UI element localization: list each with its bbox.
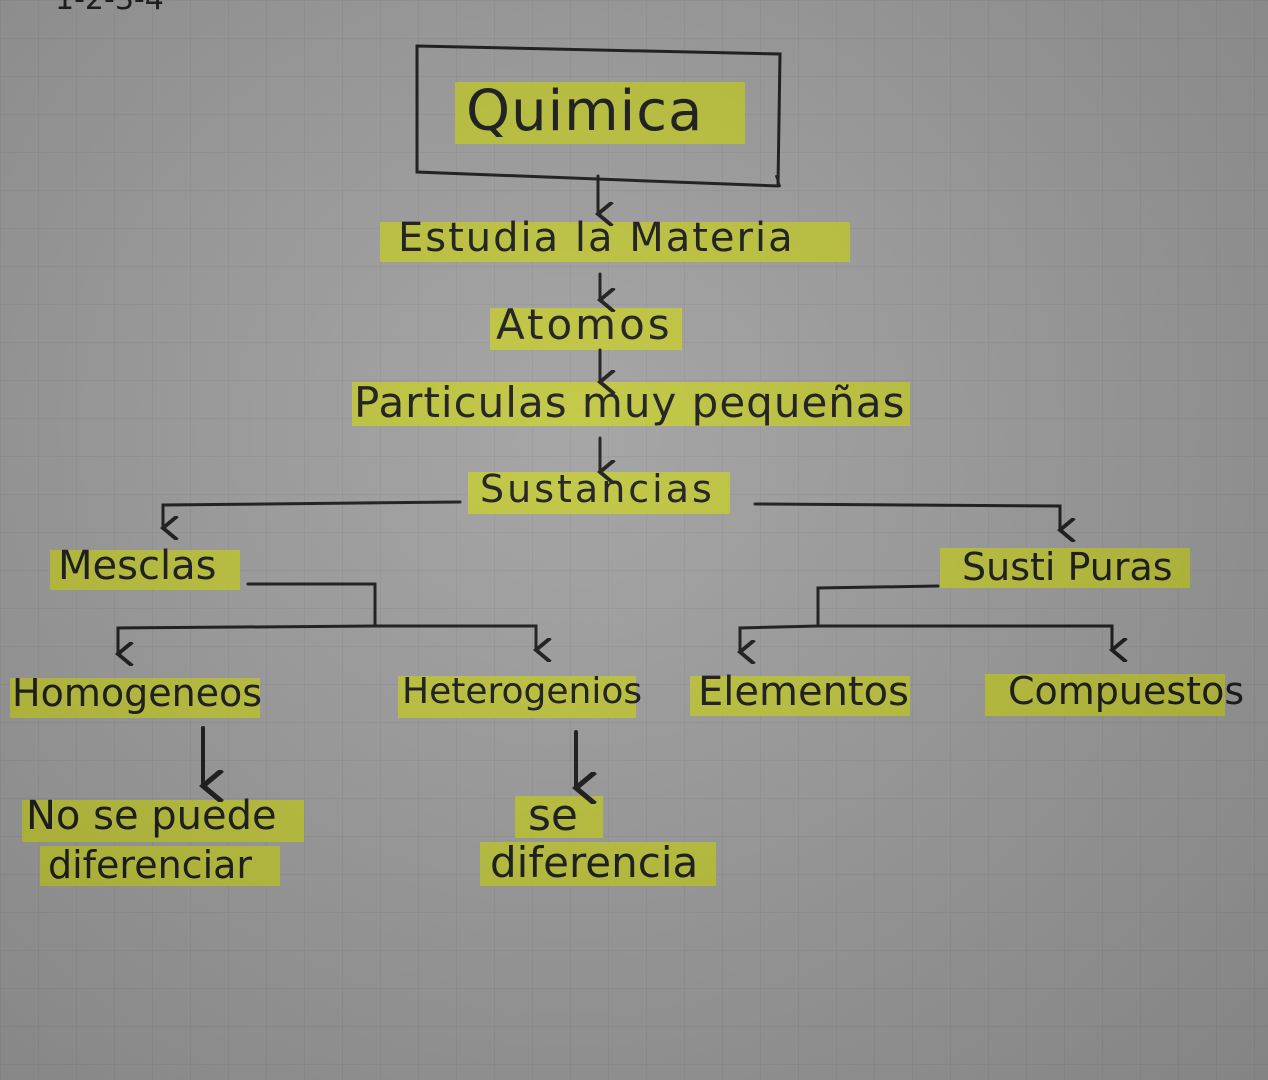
highlight-elementos (690, 676, 910, 716)
desc-heterogenios-line2: diferencia (490, 838, 699, 887)
branch-right (753, 502, 1060, 530)
highlight-quimica (455, 82, 745, 144)
mesclas-split-right (373, 624, 536, 650)
title-box (415, 44, 782, 188)
desc-heterogenios-line1: se (528, 790, 578, 841)
node-sustancias: Sustancias (480, 467, 715, 511)
desc-homogeneos-line2: diferenciar (48, 843, 253, 887)
mesclas-split-left (118, 624, 377, 654)
node-elementos: Elementos (698, 669, 909, 715)
node-particulas: Particulas muy pequeñas (354, 378, 906, 427)
corner-text: 1-2-3-4 (55, 0, 164, 17)
puras-split-left (740, 624, 820, 652)
puras-connector (816, 584, 940, 628)
highlight-susti-puras (940, 548, 1190, 588)
highlight-diferencia (480, 842, 716, 886)
desc-homogeneos-line1: No se puede (26, 793, 277, 839)
title-quimica: Quimica (466, 79, 704, 144)
node-compuestos: Compuestos (1008, 669, 1245, 713)
highlight-compuestos (985, 674, 1225, 716)
highlight-estudia (380, 222, 850, 262)
node-susti-puras: Susti Puras (962, 545, 1173, 589)
highlight-particulas (352, 382, 910, 426)
highlight-mesclas (50, 550, 240, 590)
highlight-homogeneos (10, 678, 260, 718)
highlight-heterogenios (398, 676, 636, 718)
node-mesclas: Mesclas (58, 543, 217, 589)
highlight-no-se-puede (22, 800, 304, 842)
node-estudia: Estudia la Materia (398, 215, 795, 261)
branch-left (163, 500, 462, 528)
puras-split-right (816, 624, 1112, 650)
node-homogeneos: Homogeneos (12, 671, 263, 715)
node-heterogenios: Heterogenios (402, 671, 643, 712)
highlight-atomos (490, 308, 682, 350)
highlight-diferenciar (40, 846, 280, 886)
node-atomos: Atomos (496, 300, 673, 349)
mesclas-connector (246, 582, 377, 628)
